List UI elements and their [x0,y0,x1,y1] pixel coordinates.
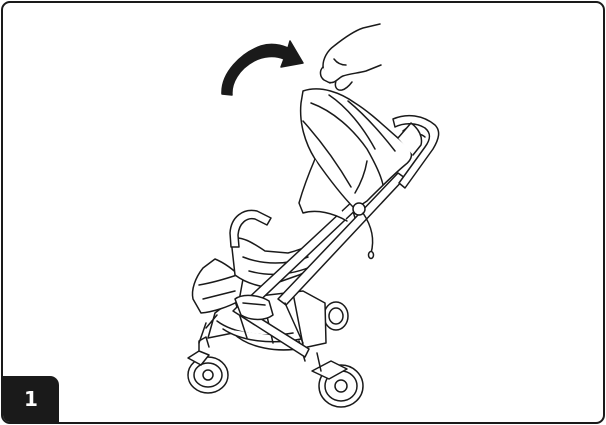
curved-arrow-icon [221,40,304,96]
step-badge: 1 [3,376,59,422]
step-number: 1 [24,387,38,411]
hand-icon [319,23,382,91]
stroller-icon [187,88,440,408]
stroller-illustration [187,23,440,408]
